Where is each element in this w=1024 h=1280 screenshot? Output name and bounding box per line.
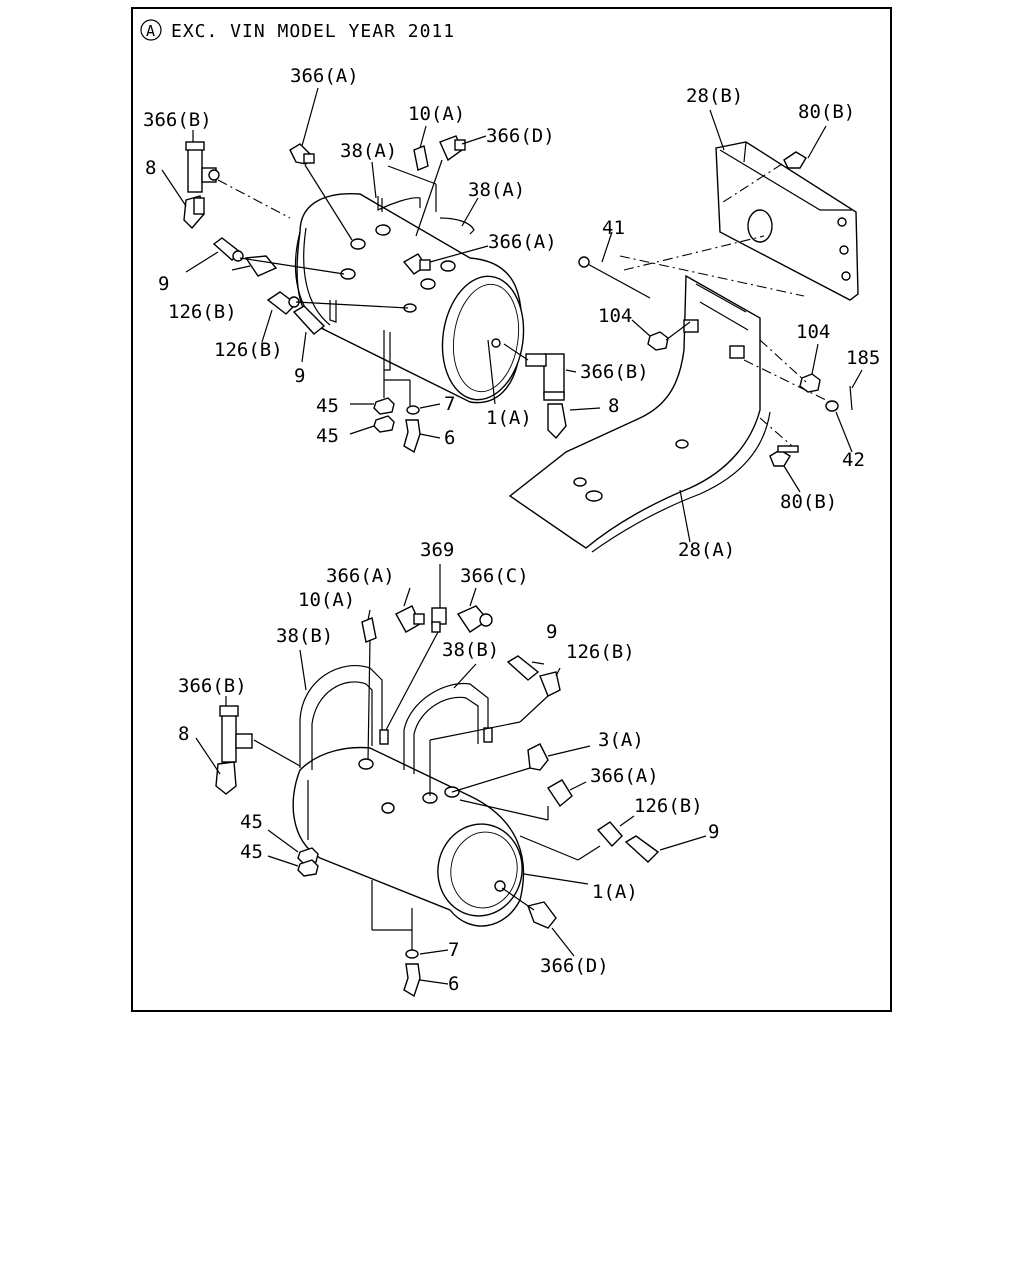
bottom-leader-lines <box>195 564 707 985</box>
callout-28b: 28(B) <box>686 85 743 107</box>
callout-366d: 366(D) <box>540 955 609 977</box>
callout-126b: 126(B) <box>634 795 703 817</box>
callout-45: 45 <box>240 811 263 833</box>
callout-8: 8 <box>608 395 619 417</box>
callout-42: 42 <box>842 449 865 471</box>
header-circle-marker <box>140 19 162 41</box>
callout-8: 8 <box>145 157 156 179</box>
top-bracket-assembly <box>508 141 859 553</box>
callout-38a: 38(A) <box>468 179 525 201</box>
callout-369: 369 <box>420 539 454 561</box>
bracket-28a <box>508 274 761 549</box>
callout-9: 9 <box>708 821 719 843</box>
top-air-tank <box>294 193 525 404</box>
callout-80b: 80(B) <box>798 101 855 123</box>
callout-366d: 366(D) <box>486 125 555 147</box>
callout-9: 9 <box>294 365 305 387</box>
callout-185: 185 <box>846 347 880 369</box>
callout-104: 104 <box>796 321 830 343</box>
callout-45: 45 <box>240 841 263 863</box>
top-fittings <box>183 135 567 454</box>
callout-45: 45 <box>316 395 339 417</box>
callout-45: 45 <box>316 425 339 447</box>
callout-8: 8 <box>178 723 189 745</box>
callout-126b: 126(B) <box>566 641 635 663</box>
callout-6: 6 <box>444 427 455 449</box>
callout-366a: 366(A) <box>488 231 557 253</box>
callout-10a: 10(A) <box>408 103 465 125</box>
callout-366a: 366(A) <box>290 65 359 87</box>
callout-10a: 10(A) <box>298 589 355 611</box>
callout-366a: 366(A) <box>326 565 395 587</box>
header-text: EXC. VIN MODEL YEAR 2011 <box>171 21 455 42</box>
bottom-fittings <box>215 605 660 998</box>
diagram-frame <box>131 7 892 1012</box>
top-leader-lines <box>161 87 601 439</box>
callout-6: 6 <box>448 973 459 995</box>
callout-41: 41 <box>602 217 625 239</box>
callout-366b: 366(B) <box>178 675 247 697</box>
callout-38a: 38(A) <box>340 140 397 162</box>
top-right-leader-lines <box>601 109 863 543</box>
callout-7: 7 <box>444 393 455 415</box>
bottom-labels: 369 366(A) 366(C) 10(A) 38(B) 9 38(B) 12… <box>178 539 719 995</box>
callout-7: 7 <box>448 939 459 961</box>
callout-9: 9 <box>158 273 169 295</box>
top-labels: 366(A) 366(B) 8 10(A) 366(D) 38(A) 38(A)… <box>143 65 880 561</box>
diagram-header: A EXC. VIN MODEL YEAR 2011 <box>140 19 455 42</box>
callout-366b: 366(B) <box>580 361 649 383</box>
callout-80b: 80(B) <box>780 491 837 513</box>
callout-9: 9 <box>546 621 557 643</box>
bottom-air-tank <box>292 665 525 927</box>
callout-1a: 1(A) <box>486 407 532 429</box>
header-circle-letter: A <box>146 22 156 40</box>
callout-366a: 366(A) <box>590 765 659 787</box>
callout-38b: 38(B) <box>276 625 333 647</box>
callout-126b: 126(B) <box>168 301 237 323</box>
callout-126b: 126(B) <box>214 339 283 361</box>
callout-38b: 38(B) <box>442 639 499 661</box>
callout-28a: 28(A) <box>678 539 735 561</box>
callout-104: 104 <box>598 305 632 327</box>
callout-366b: 366(B) <box>143 109 212 131</box>
callout-1a: 1(A) <box>592 881 638 903</box>
callout-3a: 3(A) <box>598 729 644 751</box>
callout-366c: 366(C) <box>460 565 529 587</box>
